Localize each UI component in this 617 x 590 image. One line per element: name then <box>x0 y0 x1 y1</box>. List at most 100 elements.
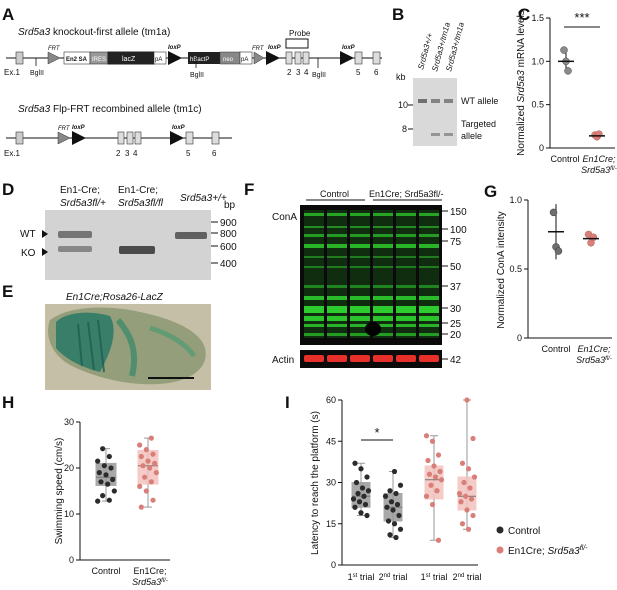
blot-b-kb: kb <box>396 72 406 82</box>
panel-label-c: C <box>518 5 530 24</box>
blot-f-marker-label: 75 <box>450 237 462 248</box>
exon-2-label-row2: 2 <box>116 149 121 158</box>
cona-band <box>373 266 393 268</box>
panel-label-f: F <box>244 180 254 199</box>
bglii-label-1: BglII <box>30 70 44 77</box>
cona-band <box>396 244 416 248</box>
actin-marker-42: 42 <box>450 355 462 366</box>
chart-i-y-tick-label: 0 <box>331 560 336 570</box>
panel-label-h: H <box>2 393 14 412</box>
blot-f-marker-label: 20 <box>450 330 462 341</box>
cona-band <box>304 306 324 313</box>
chart-h-point <box>138 504 144 510</box>
exon-6-label-row2: 6 <box>212 149 217 158</box>
gel-d-marker-600: 600 <box>220 242 237 253</box>
chart-h-y-tick-label: 30 <box>64 417 74 427</box>
chart-i-y-tick-label: 45 <box>326 436 336 446</box>
cona-band <box>373 333 393 336</box>
chart-h-point <box>98 479 104 485</box>
blot-f-marker-label: 30 <box>450 304 462 315</box>
chart-i-point <box>396 512 402 519</box>
panel-label-i: I <box>285 393 290 412</box>
chart-i-x-tick-label: 2nd trial <box>453 572 482 582</box>
cona-band <box>419 226 439 228</box>
chart-i-point <box>464 507 470 513</box>
chart-i-y-tick-label: 15 <box>326 519 336 529</box>
gel-d-marker-800: 800 <box>220 229 237 240</box>
chart-i-point <box>361 493 367 499</box>
blot-b-marker-10: 10 <box>398 100 408 110</box>
pa-label-1: pA <box>155 57 162 63</box>
cona-band <box>327 266 347 268</box>
chart-i-point <box>438 477 445 483</box>
chart-i-point <box>470 435 476 442</box>
cona-band <box>350 226 370 228</box>
chart-h-point <box>111 488 117 494</box>
chart-i-point <box>393 534 399 541</box>
exon-1-label-row2: Ex.1 <box>4 149 21 158</box>
chart-i-point <box>364 474 370 480</box>
actin-band-1 <box>304 355 324 362</box>
chart-h-point <box>103 472 109 478</box>
cona-band <box>396 213 416 216</box>
gel-d-lane1-line1: En1-Cre; <box>60 185 100 196</box>
gel-d-bp: bp <box>224 200 236 211</box>
loxp-site-1 <box>168 51 182 65</box>
chart-g-y-tick-label: 0 <box>517 333 522 343</box>
cona-band <box>304 244 324 248</box>
chart-i-point <box>471 474 478 480</box>
chart-i-point <box>397 482 404 488</box>
cona-band <box>373 256 393 258</box>
cona-band <box>327 285 347 288</box>
cona-band <box>350 266 370 268</box>
chart-g-y-tick-label: 1.0 <box>509 195 522 205</box>
exon-2-label: 2 <box>287 68 292 77</box>
chart-c-x-tick-label: Srd5a3fl/- <box>581 165 617 175</box>
blot-f-marker-label: 37 <box>450 282 462 293</box>
chart-g-x-tick-label: Srd5a3fl/- <box>576 355 612 365</box>
cona-band <box>304 266 324 268</box>
loxp-site-3 <box>340 51 354 65</box>
chart-g-point <box>549 208 558 217</box>
chart-i-point <box>434 488 440 494</box>
panel-label-e: E <box>2 282 13 301</box>
gel-d-lane2-line1: En1-Cre; <box>118 185 158 196</box>
chart-i-point <box>388 499 395 505</box>
chart-h-point <box>137 483 143 489</box>
ecl-control-label: Control <box>320 189 349 199</box>
exon-5-label-row2: 5 <box>186 149 191 158</box>
targeted-label-2: allele <box>461 131 482 141</box>
chart-h-point <box>95 498 101 504</box>
chart-i-point <box>356 499 363 505</box>
chart-h-x-tick-label: Srd5a3fl/- <box>132 577 168 587</box>
panel-a: A Srd5a3 knockout-first allele (tm1a) Ex… <box>2 5 382 158</box>
chart-g-y-label: Normalized ConA intensity <box>496 211 507 328</box>
chart-i-point <box>459 460 466 466</box>
chart-i-point <box>384 504 390 510</box>
gel-d-marker-400: 400 <box>220 259 237 270</box>
chart-i-point <box>362 501 369 508</box>
cona-band <box>419 306 439 313</box>
cona-band <box>304 296 324 300</box>
legend-control-marker <box>496 526 504 534</box>
chart-i-point <box>391 468 398 475</box>
chart-i-point <box>456 490 463 497</box>
chart-h-point <box>100 446 106 452</box>
frt-label-row2: FRT <box>58 126 71 132</box>
gel-d-lane1-line2: Srd5a3fl/+ <box>60 198 106 209</box>
wt-allele-label: WT allele <box>461 96 498 106</box>
chart-i-point <box>394 501 401 508</box>
cona-band <box>419 333 439 336</box>
exon-1-box <box>15 51 24 65</box>
chart-i-box <box>351 482 371 508</box>
cona-band <box>304 324 324 327</box>
exon-5-label: 5 <box>356 68 361 77</box>
panel-e: E En1Cre;Rosa26-LacZ <box>2 282 211 390</box>
chart-c-point <box>564 67 572 75</box>
chart-i-point <box>426 471 433 477</box>
chart-h-point <box>150 451 156 457</box>
cona-band <box>419 324 439 327</box>
cona-band <box>327 306 347 313</box>
cona-band <box>304 213 324 216</box>
